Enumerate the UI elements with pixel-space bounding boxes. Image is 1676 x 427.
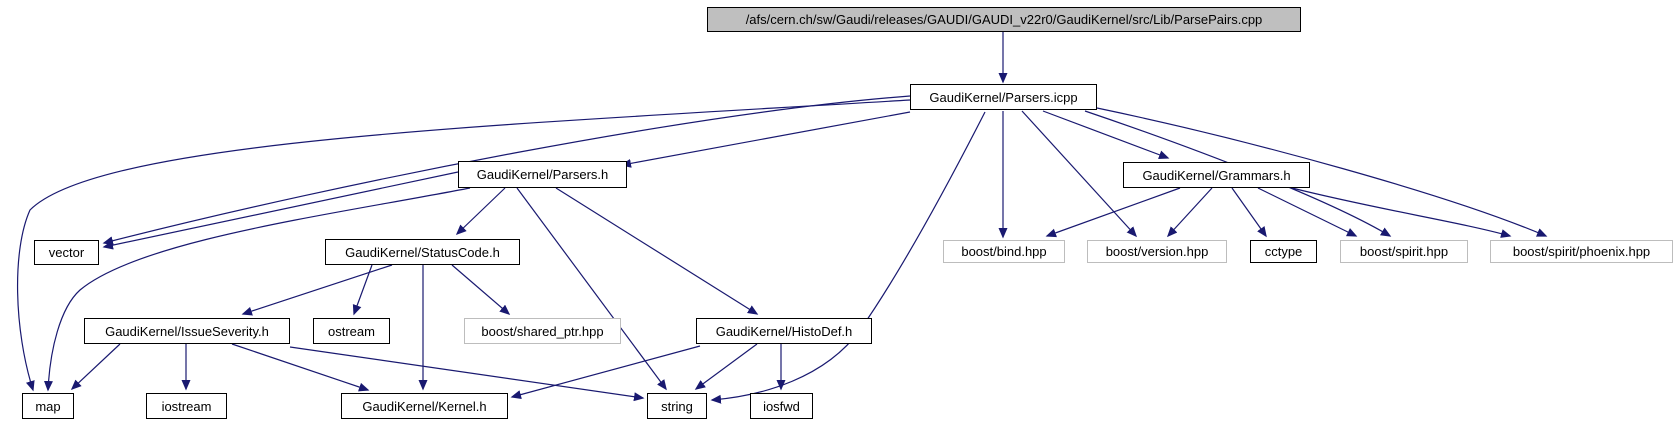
edge-parsers-h--statuscode-h	[455, 187, 506, 236]
edge-parsers-icpp--map	[17, 99, 911, 392]
edge-parsers-h--histodef-h	[555, 187, 759, 315]
node-statuscode-h[interactable]: GaudiKernel/StatusCode.h	[325, 239, 520, 265]
edge-parsers-h--map	[43, 187, 471, 392]
edge-parsers-icpp--grammars-h	[1042, 110, 1170, 160]
node-histodef-h[interactable]: GaudiKernel/HistoDef.h	[696, 318, 872, 344]
edge-issueseverity-h--map	[70, 343, 121, 391]
node-vector[interactable]: vector	[34, 240, 99, 265]
edge-histodef-h--kernel-h	[510, 345, 701, 399]
edge-statuscode-h--shared-ptr-hpp	[451, 264, 511, 315]
node-iostream[interactable]: iostream	[146, 393, 227, 419]
node-kernel-h[interactable]: GaudiKernel/Kernel.h	[341, 393, 508, 419]
node-grammars-h[interactable]: GaudiKernel/Grammars.h	[1123, 162, 1310, 188]
node-iosfwd[interactable]: iosfwd	[750, 393, 813, 419]
edge-parsers-icpp--parsers-h	[620, 111, 911, 168]
node-ostream[interactable]: ostream	[313, 318, 390, 344]
node-map[interactable]: map	[22, 393, 74, 419]
edge-statuscode-h--issueseverity-h	[241, 264, 393, 316]
node-string[interactable]: string	[647, 393, 707, 419]
edge-parsers-h--vector	[102, 171, 459, 250]
node-parsers-h[interactable]: GaudiKernel/Parsers.h	[458, 161, 627, 188]
edges	[17, 32, 1548, 404]
edge-issueseverity-h--string	[289, 346, 645, 402]
edge-histodef-h--string	[694, 343, 758, 390]
edge-parsers-icpp--phoenix-hpp	[1096, 107, 1548, 237]
edge-grammars-h--bind-hpp	[1045, 187, 1181, 238]
edge-parsers-h--string	[516, 187, 667, 391]
node-bind-hpp: boost/bind.hpp	[943, 240, 1065, 263]
edge-grammars-h--spirit-hpp	[1257, 187, 1358, 237]
node-phoenix-hpp: boost/spirit/phoenix.hpp	[1490, 240, 1673, 263]
node-version-hpp: boost/version.hpp	[1087, 240, 1227, 263]
edge-grammars-h--cctype	[1231, 187, 1267, 238]
edge-parsers-icpp--version-hpp	[1021, 110, 1138, 238]
node-parsepairs-cpp: /afs/cern.ch/sw/Gaudi/releases/GAUDI/GAU…	[707, 7, 1301, 32]
node-cctype[interactable]: cctype	[1250, 240, 1317, 263]
edge-grammars-h--phoenix-hpp	[1291, 187, 1512, 238]
edge-statuscode-h--ostream	[352, 264, 373, 316]
edge-issueseverity-h--kernel-h	[231, 343, 370, 392]
node-issueseverity-h[interactable]: GaudiKernel/IssueSeverity.h	[84, 318, 290, 344]
node-parsers-icpp[interactable]: GaudiKernel/Parsers.icpp	[910, 84, 1097, 110]
node-spirit-hpp: boost/spirit.hpp	[1340, 240, 1468, 263]
edge-grammars-h--version-hpp	[1166, 187, 1213, 238]
node-shared-ptr-hpp: boost/shared_ptr.hpp	[464, 318, 621, 344]
